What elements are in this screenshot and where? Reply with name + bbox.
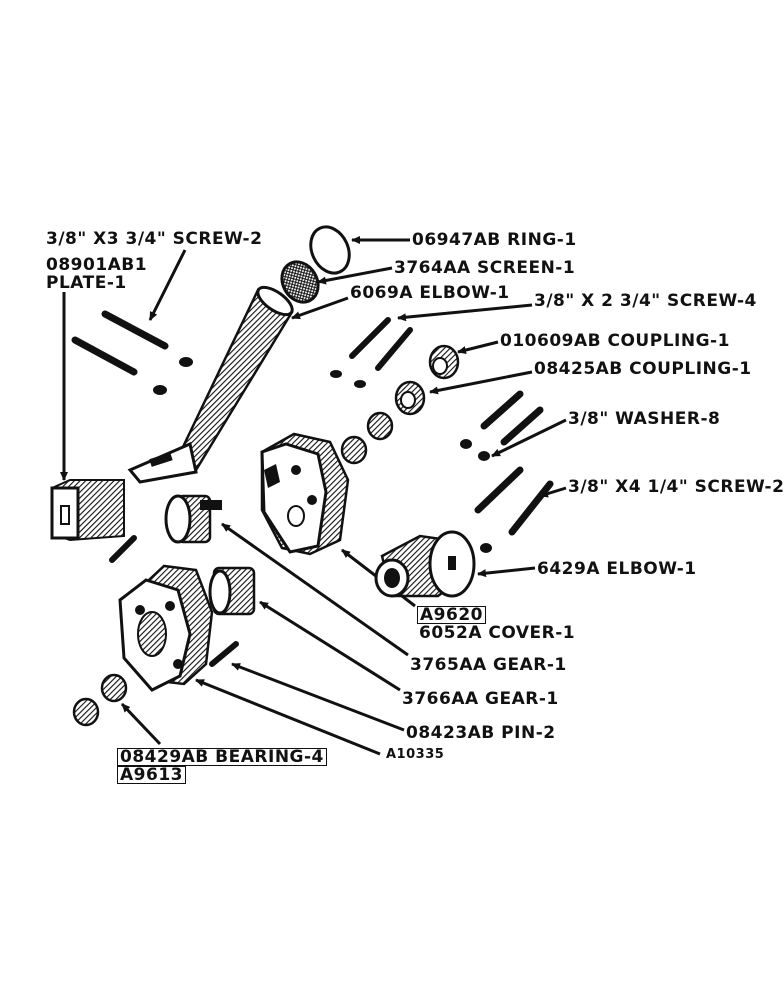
gear-1-part	[164, 494, 222, 544]
bearings	[72, 673, 128, 727]
leader-elbow-right	[477, 566, 536, 578]
ring-label: 06947AB RING-1	[412, 230, 577, 250]
screen-part	[280, 260, 320, 304]
coupling-1-part	[428, 344, 460, 380]
right-washers	[460, 439, 492, 553]
pump-body-part	[118, 564, 214, 692]
elbow-top-part	[127, 285, 294, 484]
plate-number-label: 08901AB1	[46, 255, 148, 275]
left-screws	[71, 310, 169, 376]
leader-coupling-1	[457, 340, 499, 354]
left-washers	[153, 357, 193, 395]
coupling-2-part	[394, 380, 426, 416]
gear-2-label: 3766AA GEAR-1	[402, 689, 559, 709]
cover-part	[260, 432, 350, 556]
screw-right-label: 3/8" X4 1/4" SCREW-2	[568, 477, 784, 497]
leader-body	[195, 678, 381, 756]
leader-bearing	[120, 702, 162, 746]
leader-screw-top	[397, 303, 533, 322]
leader-coupling-2	[429, 370, 533, 395]
leader-elbow-top	[291, 296, 349, 320]
top-screws	[349, 317, 413, 371]
cover-label: 6052A COVER-1	[419, 623, 576, 643]
plate-part	[50, 479, 125, 542]
elbow-right-part	[374, 530, 476, 598]
gear-2-part	[208, 566, 256, 616]
washer-label: 3/8" WASHER-8	[568, 409, 721, 429]
elbow-right-label: 6429A ELBOW-1	[537, 559, 697, 579]
leader-gear-2	[259, 600, 401, 692]
leader-screen	[317, 266, 393, 285]
coupling-1-label: 010609AB COUPLING-1	[500, 331, 730, 351]
screw-left-label: 3/8" X3 3/4" SCREW-2	[46, 229, 263, 249]
leader-screw-left	[148, 249, 187, 321]
pins	[109, 535, 239, 667]
coupling-2-label: 08425AB COUPLING-1	[534, 359, 752, 379]
gear-1-label: 3765AA GEAR-1	[410, 655, 567, 675]
elbow-top-label: 6069A ELBOW-1	[350, 283, 510, 303]
body-ref-label: A10335	[386, 747, 445, 762]
leader-washer	[491, 418, 567, 458]
leader-lines	[60, 236, 567, 756]
screen-label: 3764AA SCREEN-1	[394, 258, 576, 278]
bearing-ref-label: A9613	[117, 766, 186, 784]
plate-name-label: PLATE-1	[46, 273, 127, 293]
leader-pin	[231, 662, 405, 732]
pin-label: 08423AB PIN-2	[406, 723, 556, 743]
cover-ref-label: A9620	[417, 606, 486, 624]
ring-part	[309, 225, 351, 275]
small-fittings	[340, 411, 394, 465]
screw-top-label: 3/8" X 2 3/4" SCREW-4	[534, 291, 757, 311]
leader-gear-1	[221, 522, 409, 657]
right-screws	[474, 390, 554, 536]
bearing-label: 08429AB BEARING-4	[117, 748, 327, 766]
